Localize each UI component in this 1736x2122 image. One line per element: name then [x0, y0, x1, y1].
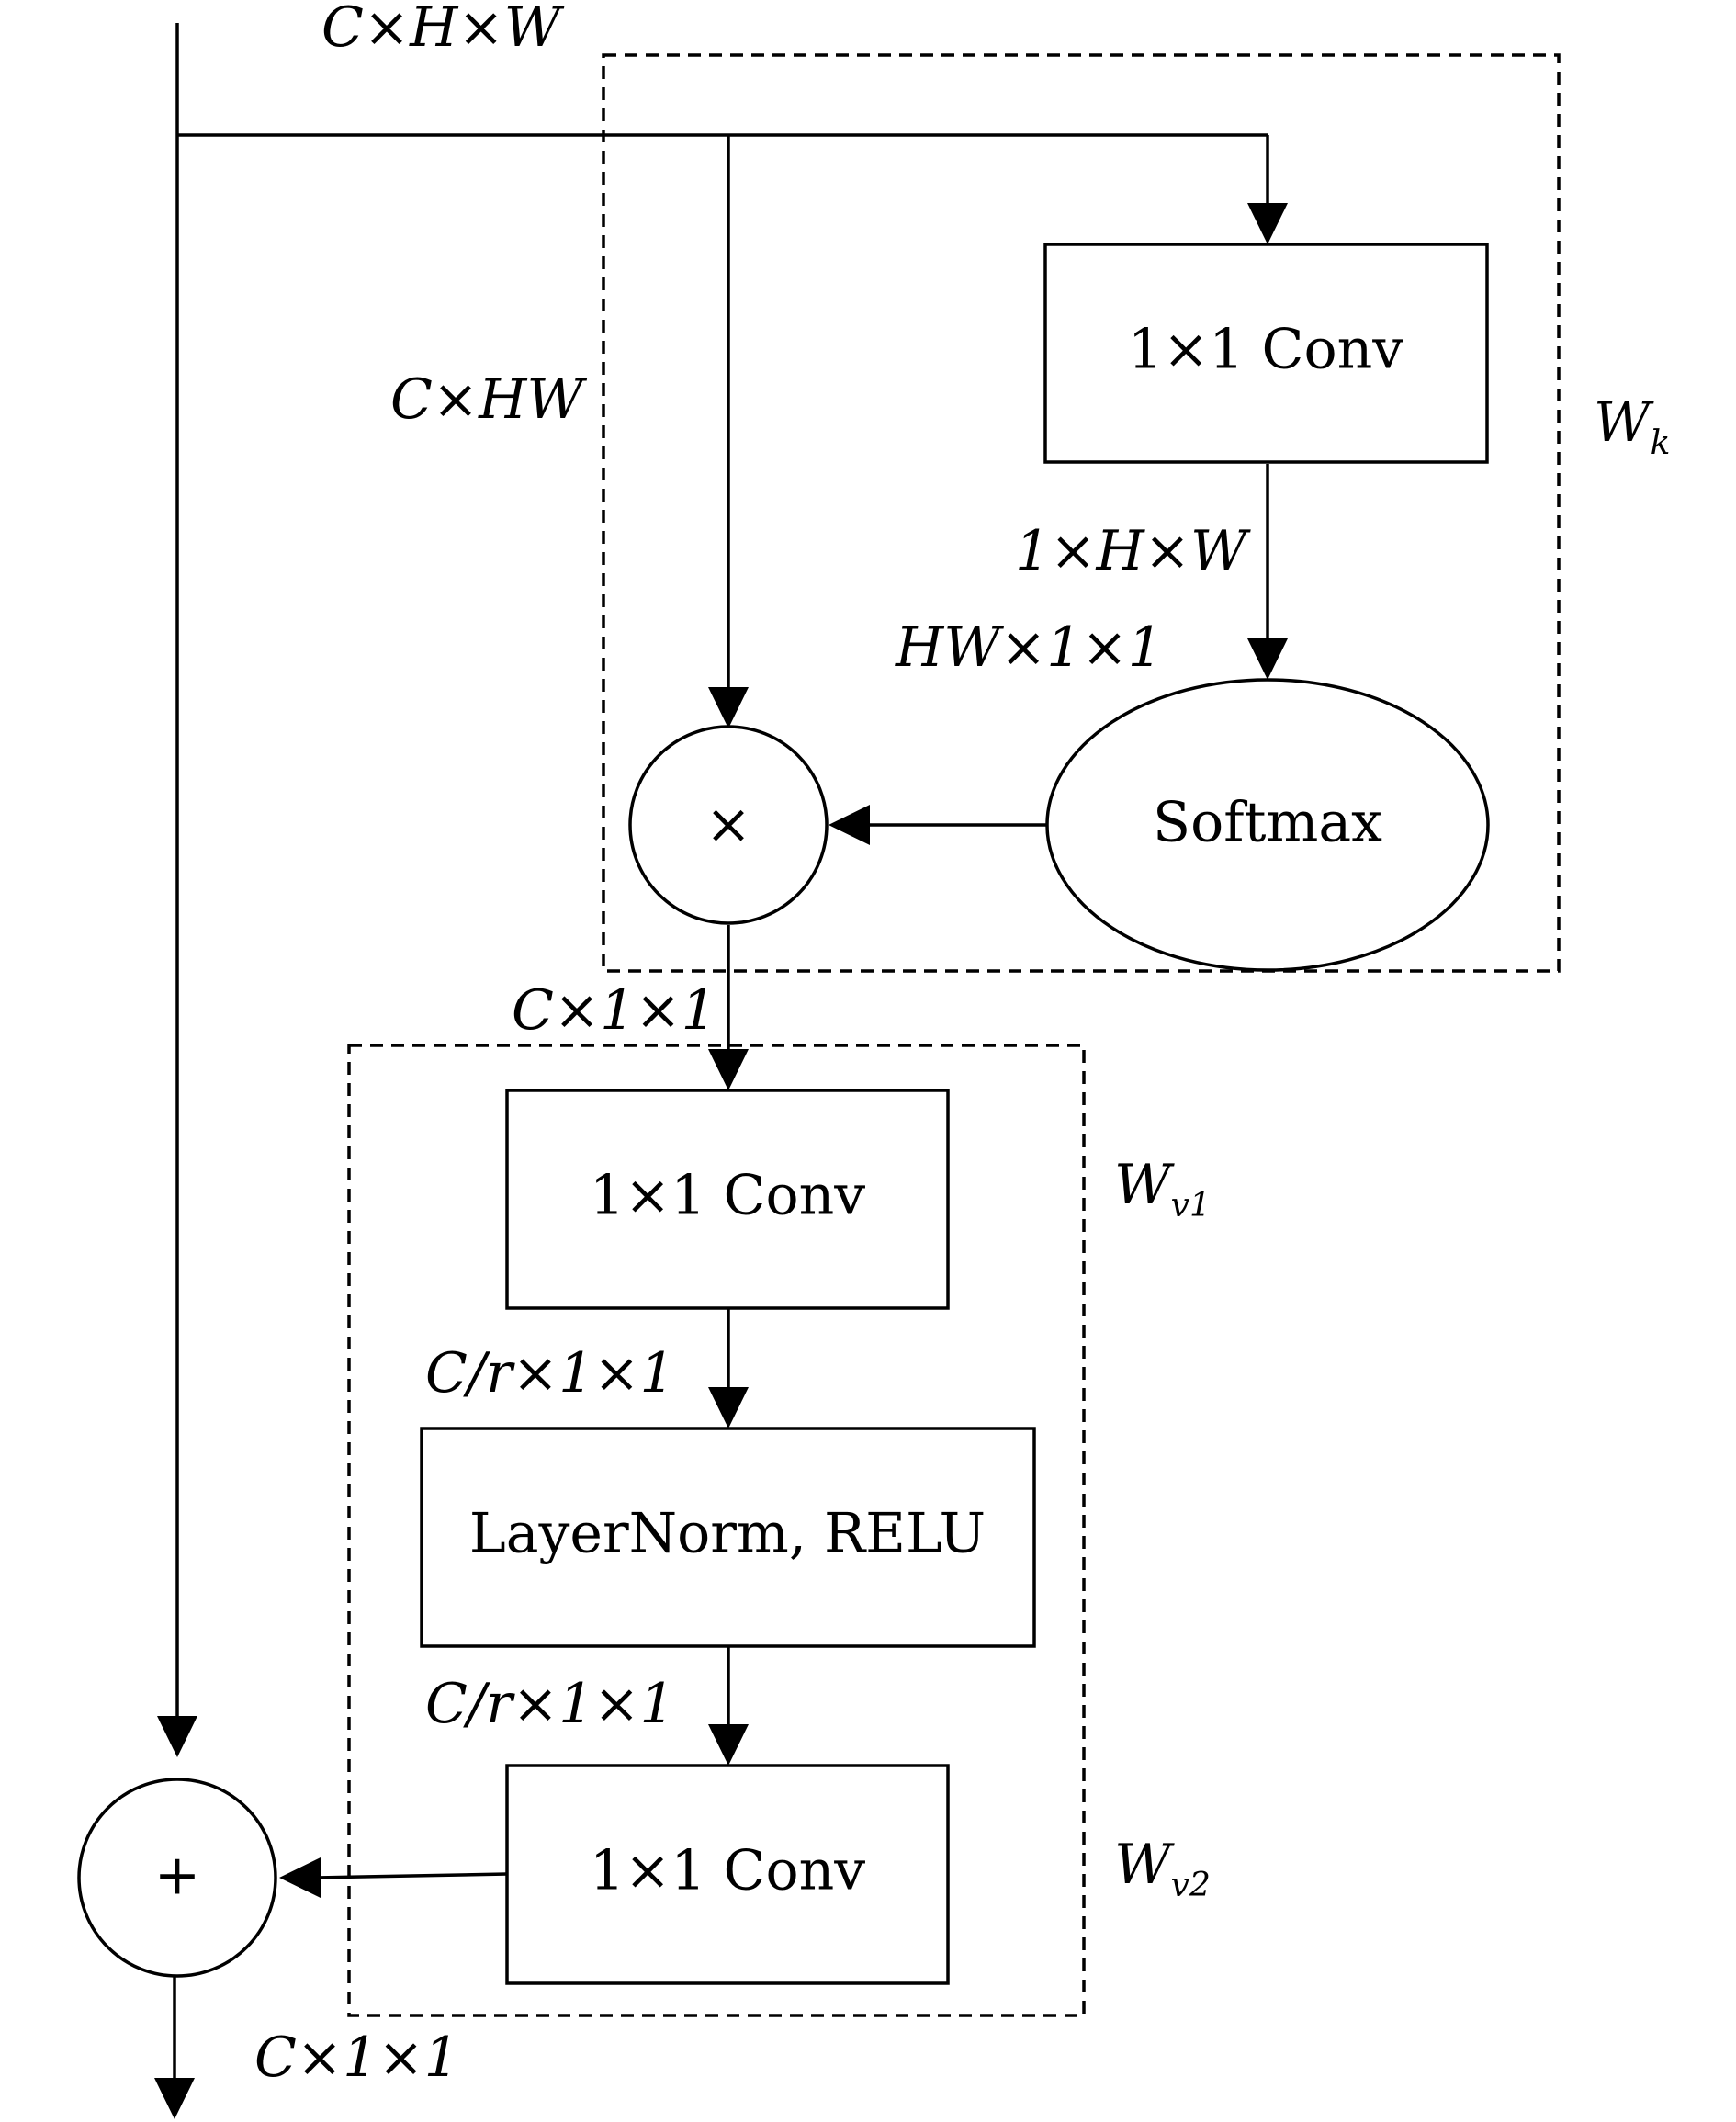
arrowheads — [154, 203, 1288, 2119]
bottleneck-2-shape-label: C/r×1×1 — [425, 1672, 675, 1736]
reshaped-input-label: C×HW — [390, 367, 588, 432]
arrowhead-into-add-right — [279, 1857, 321, 1898]
arrowhead-into-add-top — [157, 1716, 197, 1757]
wk-base: W — [1594, 390, 1654, 455]
svg-text:Wv1: Wv1 — [1114, 1153, 1211, 1225]
wv1-sub: v1 — [1171, 1187, 1211, 1225]
multiply-symbol: × — [705, 793, 751, 857]
wv2-group-label: Wv2 — [1114, 1833, 1211, 1904]
add-node: + — [77, 1778, 277, 1978]
wv2-conv-label: 1×1 Conv — [590, 1839, 865, 1903]
wv1-base: W — [1114, 1153, 1175, 1217]
wv-group-box — [347, 1044, 1086, 2017]
wk-group-box — [602, 53, 1561, 973]
input-shape-label: C×H×W — [321, 0, 565, 60]
softmax-label: Softmax — [1153, 791, 1382, 855]
arrowhead-into-wv2-conv — [708, 1724, 749, 1766]
arrowhead-into-wv1-conv — [708, 1049, 749, 1090]
layernorm-relu-node: LayerNorm, RELU — [420, 1427, 1036, 1648]
softmax-in-shape-label: HW×1×1 — [895, 615, 1163, 680]
svg-text:Wk: Wk — [1594, 390, 1671, 462]
arrowhead-into-softmax — [1247, 638, 1288, 680]
connectors — [173, 23, 1269, 2078]
wv1-group-label: Wv1 — [1114, 1153, 1211, 1225]
wv2-base: W — [1114, 1833, 1175, 1897]
wv2-sub: v2 — [1171, 1867, 1211, 1904]
bottleneck-1-shape-label: C/r×1×1 — [425, 1341, 675, 1405]
wv1-conv-label: 1×1 Conv — [590, 1164, 865, 1228]
layernorm-relu-label: LayerNorm, RELU — [469, 1502, 986, 1566]
context-shape-label: C×1×1 — [512, 978, 716, 1043]
arrowhead-into-multiply — [708, 687, 749, 728]
wv2-conv-node: 1×1 Conv — [505, 1764, 950, 1985]
arrowhead-output — [154, 2078, 195, 2119]
svg-text:Wv2: Wv2 — [1114, 1833, 1211, 1904]
wk-group-label: Wk — [1594, 390, 1671, 462]
arrowhead-into-layernorm — [708, 1387, 749, 1428]
wk-sub: k — [1651, 424, 1671, 462]
wk-conv-label: 1×1 Conv — [1128, 318, 1403, 382]
arrowhead-softmax-to-multiply — [829, 805, 870, 845]
arrowhead-into-wk-conv — [1247, 203, 1288, 244]
multiply-node: × — [628, 725, 829, 925]
output-shape-label: C×1×1 — [254, 2026, 459, 2090]
conv-out-shape-label: 1×H×W — [1015, 519, 1251, 583]
wk-conv-node: 1×1 Conv — [1043, 243, 1489, 464]
wv1-conv-node: 1×1 Conv — [505, 1089, 950, 1310]
add-symbol: + — [154, 1844, 200, 1908]
softmax-node: Softmax — [1045, 678, 1490, 972]
